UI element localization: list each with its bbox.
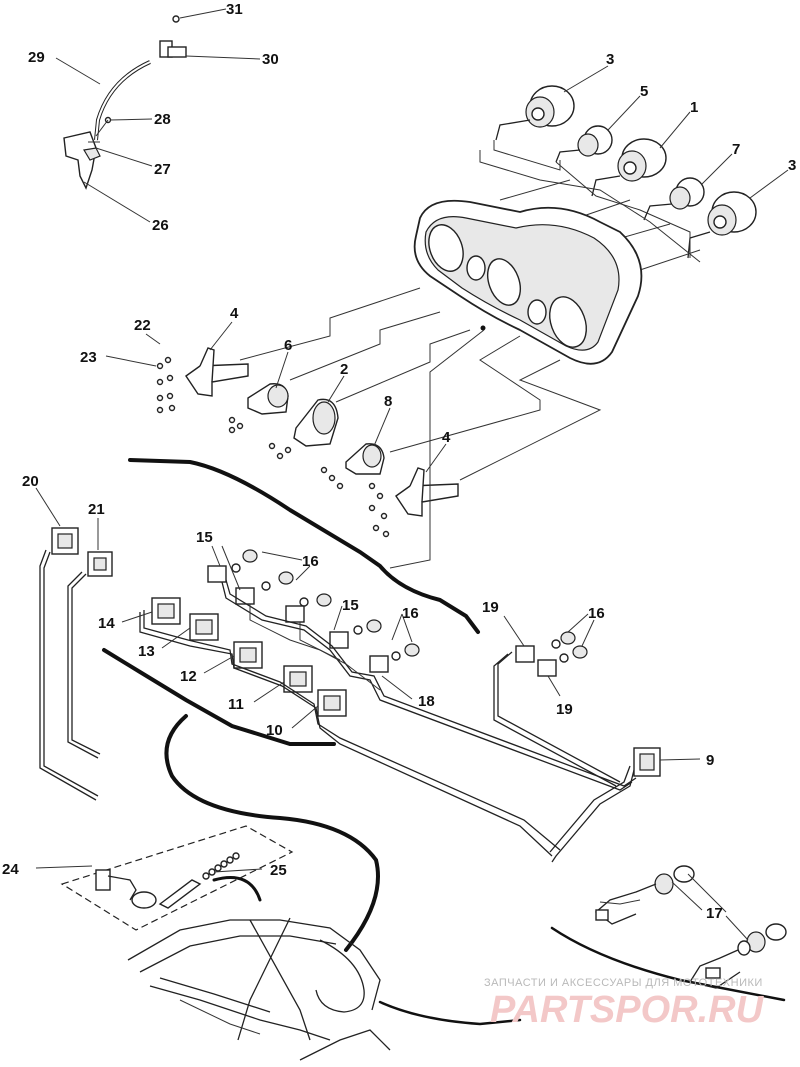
callout-10: 10 bbox=[266, 722, 283, 739]
callout-23: 23 bbox=[80, 349, 97, 366]
callout-16-mid: 16 bbox=[402, 605, 419, 622]
switch-12 bbox=[233, 641, 263, 669]
vehicle-frame-sketch bbox=[127, 917, 391, 1061]
switch-20 bbox=[39, 527, 99, 801]
callout-19-bottom: 19 bbox=[556, 701, 573, 718]
gauge-8-mount bbox=[320, 443, 385, 490]
callout-16-top: 16 bbox=[302, 553, 319, 570]
throttle-leaders bbox=[55, 8, 261, 223]
instrument-panel-housing bbox=[413, 199, 643, 365]
gauge-1 bbox=[591, 138, 667, 197]
callout-26: 26 bbox=[152, 217, 169, 234]
callout-15-mid: 15 bbox=[342, 597, 359, 614]
bracket-4-right bbox=[368, 467, 459, 538]
watermark-caption: ЗАПЧАСТИ И АКСЕССУАРЫ ДЛЯ МОТОТЕХНИКИ bbox=[484, 977, 763, 989]
callout-18: 18 bbox=[418, 693, 435, 710]
callout-29: 29 bbox=[28, 49, 45, 66]
switch-bank bbox=[139, 549, 637, 857]
watermark-logo: PARTSPOR.RU bbox=[490, 989, 765, 1031]
kit-24-box bbox=[60, 825, 294, 931]
switch-leaders bbox=[35, 487, 99, 550]
bracket-leaders bbox=[105, 321, 447, 473]
callout-8: 8 bbox=[384, 393, 392, 410]
callout-4-left: 4 bbox=[230, 305, 239, 322]
switch-14 bbox=[151, 597, 181, 625]
gauge-3-left bbox=[495, 85, 575, 141]
callout-28: 28 bbox=[154, 111, 171, 128]
callout-20: 20 bbox=[22, 473, 39, 490]
switch-10 bbox=[317, 689, 347, 717]
gauge-3-right bbox=[687, 191, 757, 259]
harness-17-leaders bbox=[671, 873, 749, 941]
callout-14: 14 bbox=[98, 615, 115, 632]
kit-leaders bbox=[35, 865, 263, 873]
gauge-cluster-gauges bbox=[479, 85, 757, 271]
gauge-7 bbox=[643, 177, 705, 221]
callout-30: 30 bbox=[262, 51, 279, 68]
harness-17 bbox=[594, 865, 787, 989]
callout-7: 7 bbox=[732, 141, 740, 158]
callout-3-top: 3 bbox=[606, 51, 614, 68]
callout-27: 27 bbox=[154, 161, 171, 178]
callout-16-right: 16 bbox=[588, 605, 605, 622]
gauge-5 bbox=[555, 125, 613, 163]
callout-24: 24 bbox=[2, 861, 19, 878]
callout-25: 25 bbox=[270, 862, 287, 879]
callout-21: 21 bbox=[88, 501, 105, 518]
callout-1: 1 bbox=[690, 99, 698, 116]
callout-labels: 31 30 29 28 27 26 3 5 1 7 3 22 4 23 6 2 … bbox=[2, 1, 796, 922]
callout-5: 5 bbox=[640, 83, 648, 100]
switch-bank-leaders bbox=[121, 545, 413, 729]
callout-4-right: 4 bbox=[442, 429, 451, 446]
callout-17: 17 bbox=[706, 905, 723, 922]
gauge-leaders bbox=[563, 65, 789, 199]
gauge-2-mount bbox=[268, 398, 339, 460]
switch-19-group bbox=[493, 631, 621, 787]
callout-9: 9 bbox=[706, 752, 714, 769]
watermark: ЗАПЧАСТИ И АКСЕССУАРЫ ДЛЯ МОТОТЕХНИКИ PA… bbox=[484, 977, 765, 1031]
callout-19-top: 19 bbox=[482, 599, 499, 616]
switch-13 bbox=[189, 613, 219, 641]
callout-22: 22 bbox=[134, 317, 151, 334]
throttle-assembly bbox=[63, 15, 187, 190]
callout-3-right: 3 bbox=[788, 157, 796, 174]
switch-21 bbox=[67, 551, 113, 759]
callout-12: 12 bbox=[180, 668, 197, 685]
callout-15-top: 15 bbox=[196, 529, 213, 546]
callout-13: 13 bbox=[138, 643, 155, 660]
panel-wiring bbox=[239, 287, 602, 569]
callout-6: 6 bbox=[284, 337, 292, 354]
section-break-lines bbox=[102, 458, 786, 1026]
gauge-6-mount bbox=[228, 383, 289, 434]
callout-2: 2 bbox=[340, 361, 348, 378]
switch-19-leaders bbox=[503, 613, 701, 761]
connector-9 bbox=[549, 747, 661, 863]
callout-11: 11 bbox=[228, 696, 244, 713]
callout-31: 31 bbox=[226, 1, 243, 18]
switch-11 bbox=[283, 665, 313, 693]
bracket-4-left bbox=[156, 347, 249, 414]
